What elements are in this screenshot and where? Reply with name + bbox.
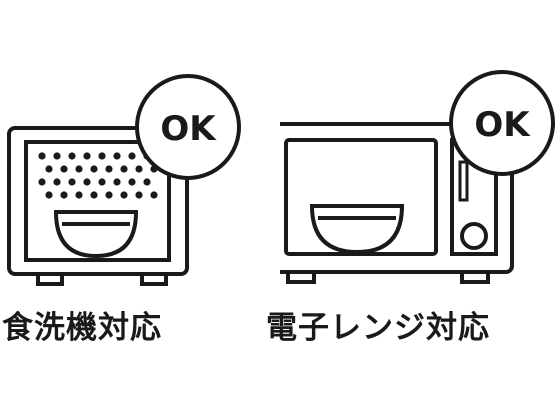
ok-badge-text: OK [474,105,531,145]
water-spray-dots [38,152,158,199]
dishwasher-caption: 食洗機対応 [2,310,162,346]
microwave-icon: OK [280,70,555,284]
spray-dot [105,165,113,173]
spray-dot [53,178,61,186]
microwave-foot-right [460,270,490,284]
microwave-caption: 電子レンジ対応 [266,310,490,346]
dishwasher-body [7,126,189,276]
dishwasher-panel: OK 食洗機対応 [2,74,241,346]
spray-dot [75,165,83,173]
spray-dot [113,178,121,186]
ok-badge-circle [449,70,555,176]
spray-dot [128,178,136,186]
spray-dot [143,178,151,186]
spray-dot [90,165,98,173]
spray-dot [150,191,158,199]
spray-dot [128,152,136,160]
microwave-foot-left [286,270,316,284]
spray-dot [45,191,53,199]
ok-badge: OK [449,70,555,176]
spray-dot [113,152,121,160]
spray-dot [38,152,46,160]
spray-dot [120,165,128,173]
spray-dot [98,152,106,160]
spray-dot [38,178,46,186]
spray-dot [75,191,83,199]
spray-dot [90,191,98,199]
spray-dot [135,165,143,173]
ok-badge: OK [135,74,241,180]
spray-dot [68,152,76,160]
spray-dot [60,165,68,173]
ok-badge-circle [135,74,241,180]
microwave-window [284,138,438,256]
spray-dot [120,191,128,199]
spray-dot [68,178,76,186]
microwave-slot [458,160,469,202]
spray-dot [60,191,68,199]
spray-dot [45,165,53,173]
spray-dot [105,191,113,199]
bowl-icon [53,210,139,259]
dishwasher-foot-right [140,272,168,286]
microwave-knob [460,222,488,250]
dishwasher-chamber [24,140,171,262]
spray-dot [83,178,91,186]
dishwasher-foot-left [36,272,64,286]
spray-dot [53,152,61,160]
ok-badge-text: OK [160,109,217,149]
microwave-panel: OK 電子レンジ対応 [266,0,560,420]
spray-dot [83,152,91,160]
bowl-icon [309,204,405,255]
spray-dot [98,178,106,186]
dishwasher-icon: OK [7,74,241,286]
spray-dot [135,191,143,199]
